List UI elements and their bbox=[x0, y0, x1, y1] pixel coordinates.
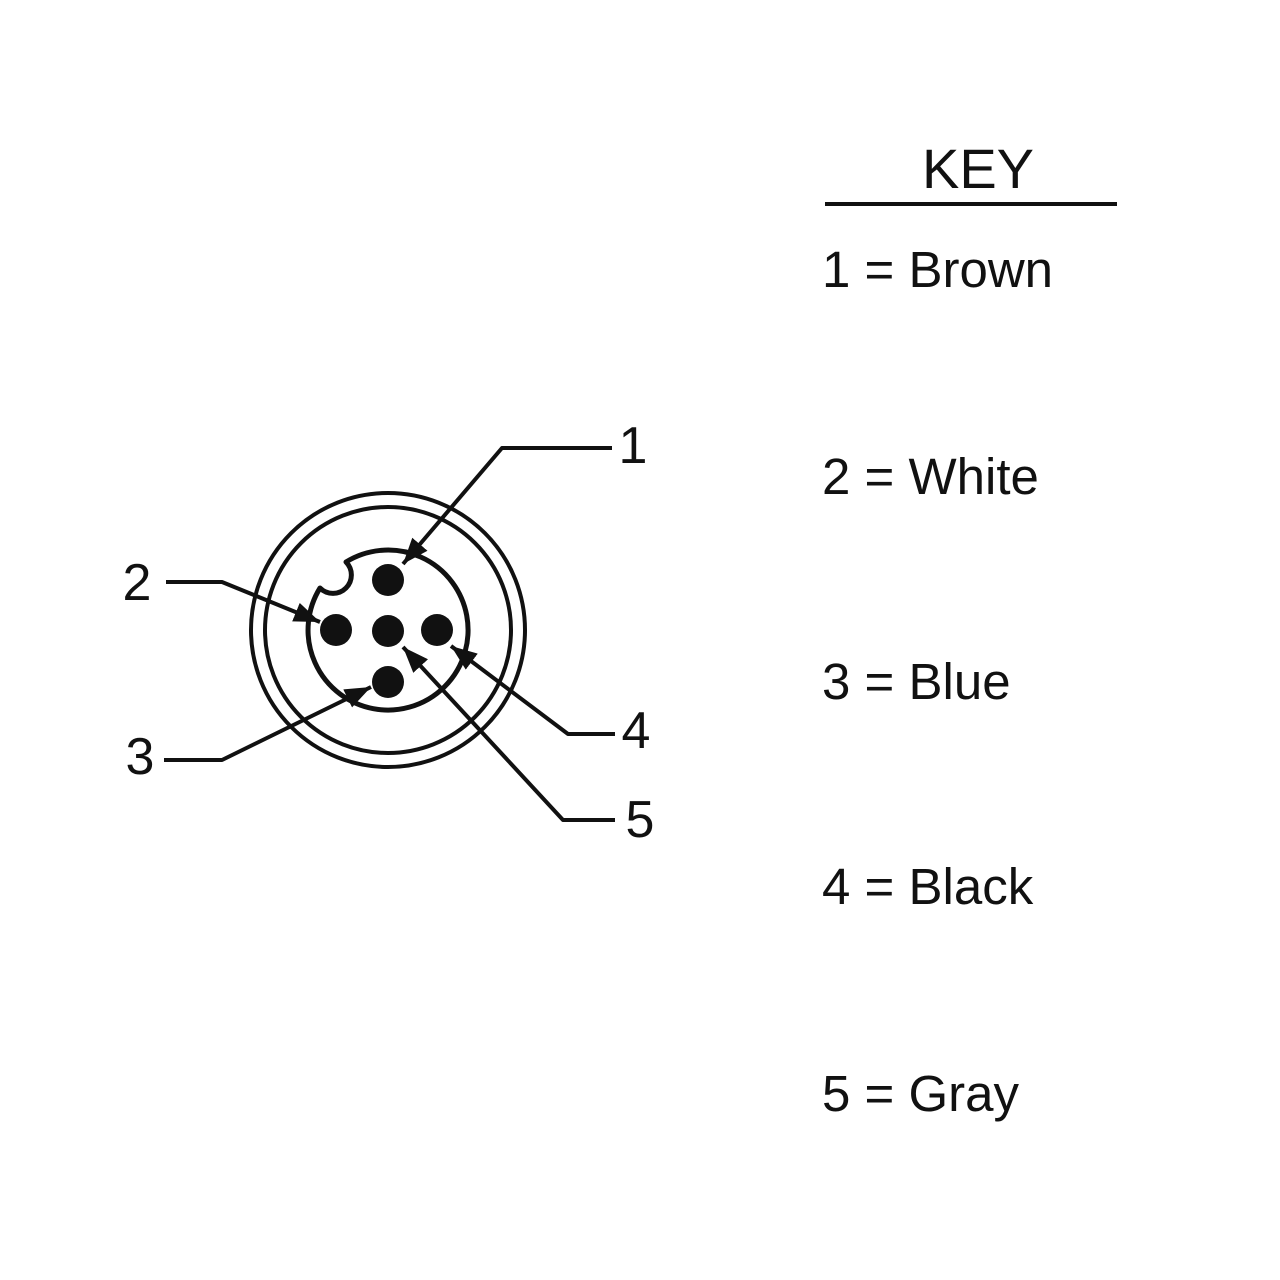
leader-line-pin-4 bbox=[449, 644, 615, 736]
key-title-underline bbox=[825, 202, 1117, 206]
pin-3-dot bbox=[372, 666, 404, 698]
pin-label-1: 1 bbox=[619, 417, 648, 475]
leader-line-pin-3 bbox=[164, 685, 372, 762]
key-entry-pin-5: 5 = Gray bbox=[822, 1065, 1020, 1122]
key-title: KEY bbox=[921, 137, 1035, 200]
key-entry-pin-2: 2 = White bbox=[822, 448, 1039, 505]
pin-label-3: 3 bbox=[126, 728, 155, 786]
connector-outer-ring bbox=[249, 491, 527, 769]
connector-middle-ring bbox=[263, 505, 513, 755]
pin-4-dot bbox=[421, 614, 453, 646]
leader-lines bbox=[164, 446, 615, 822]
pin-2-dot bbox=[320, 614, 352, 646]
key-entry-pin-1: 1 = Brown bbox=[822, 241, 1054, 298]
pin-dots bbox=[320, 564, 453, 698]
pin-5-dot bbox=[372, 615, 404, 647]
pin-1-dot bbox=[372, 564, 404, 596]
pin-number-labels: 1 2 3 4 5 bbox=[123, 417, 655, 849]
leader-line-pin-2 bbox=[166, 580, 321, 624]
pin-label-2: 2 bbox=[123, 554, 152, 612]
leader-line-pin-1 bbox=[401, 446, 612, 566]
key-entry-pin-4: 4 = Black bbox=[822, 858, 1034, 915]
key-entry-pin-3: 3 = Blue bbox=[822, 653, 1011, 710]
pin-label-4: 4 bbox=[622, 702, 651, 760]
leader-line-pin-5 bbox=[401, 645, 615, 822]
pin-label-5: 5 bbox=[626, 791, 655, 849]
